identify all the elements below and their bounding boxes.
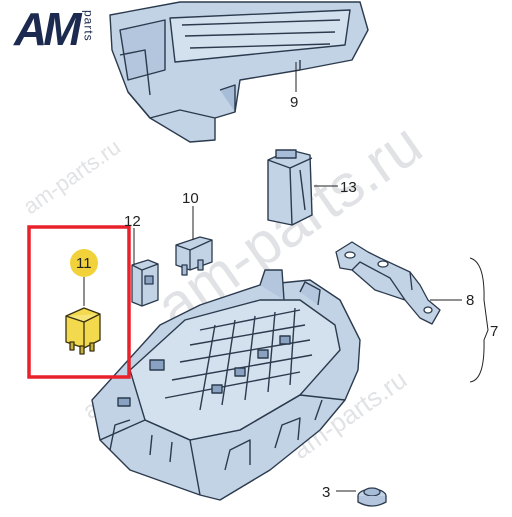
- callout-13: 13: [340, 179, 357, 196]
- callout-10: 10: [182, 190, 199, 207]
- watermark-1: am-parts.ru: [19, 134, 125, 219]
- brand-logo: AM parts: [14, 6, 96, 52]
- part-12-connector: [131, 259, 159, 307]
- bracket-7: [469, 257, 489, 383]
- part-3-grommet: [357, 487, 387, 507]
- main-relay-box: [91, 269, 361, 501]
- logo-text: AM: [14, 3, 82, 55]
- callout-3: 3: [322, 484, 330, 501]
- part-11-badge: [70, 249, 98, 277]
- part-10-blade-fuse: [175, 236, 213, 276]
- callout-11: 11: [76, 255, 92, 272]
- callout-12: 12: [124, 213, 141, 230]
- callout-9: 9: [290, 94, 298, 111]
- part-13-fuse: [267, 149, 313, 226]
- part-11-relay: [65, 307, 101, 355]
- part-8-bracket: [335, 241, 441, 325]
- callout-7: 7: [490, 323, 498, 340]
- highlight-box: [27, 225, 131, 379]
- callout-8: 8: [466, 292, 474, 309]
- part-9-cover: [109, 1, 369, 143]
- logo-subtext: parts: [81, 10, 96, 42]
